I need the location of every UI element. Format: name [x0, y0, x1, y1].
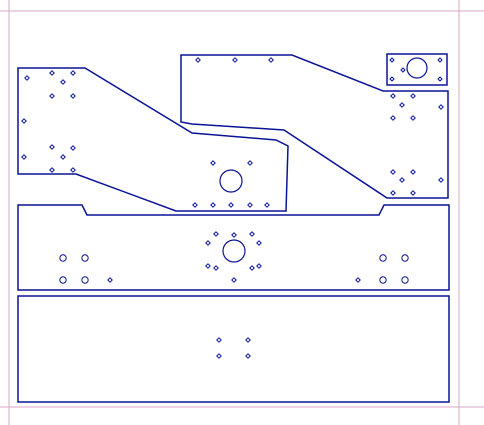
outline-bottom-plate — [17, 295, 450, 403]
mounting-hole — [400, 67, 406, 73]
part-middle-plate[interactable] — [17, 204, 450, 291]
mounting-hole — [49, 167, 55, 173]
mounting-hole — [231, 232, 237, 238]
mounting-hole — [70, 167, 76, 173]
mounting-hole — [245, 337, 251, 343]
mounting-hole — [379, 276, 387, 284]
mounting-hole — [410, 115, 416, 121]
part-upper-bracket[interactable] — [180, 54, 449, 199]
mounting-hole — [49, 93, 55, 99]
mounting-hole — [70, 70, 76, 76]
mounting-hole — [60, 79, 66, 85]
part-left-bracket[interactable] — [17, 67, 289, 212]
mounting-hole — [438, 177, 444, 183]
mounting-hole — [216, 353, 222, 359]
part-bottom-plate[interactable] — [17, 295, 450, 403]
mounting-hole — [355, 277, 361, 283]
mounting-hole — [21, 154, 27, 160]
part-small-plate[interactable] — [386, 53, 448, 86]
mounting-hole — [390, 93, 396, 99]
mounting-hole — [399, 102, 405, 108]
mounting-hole — [59, 276, 67, 284]
mounting-holes — [21, 57, 444, 359]
mounting-hole — [70, 93, 76, 99]
mounting-hole — [247, 160, 253, 166]
center-bore-left-bracket — [219, 169, 243, 193]
mounting-hole — [389, 76, 395, 82]
mounting-hole — [438, 104, 444, 110]
mounting-hole — [70, 145, 76, 151]
outline-middle-plate — [17, 204, 450, 291]
mounting-hole — [210, 202, 216, 208]
mounting-hole — [24, 75, 30, 81]
mounting-hole — [410, 169, 416, 175]
mounting-hole — [410, 190, 416, 196]
mounting-hole — [49, 144, 55, 150]
mounting-hole — [232, 57, 238, 63]
mounting-hole — [231, 277, 237, 283]
mounting-hole — [81, 254, 89, 262]
mounting-hole — [81, 276, 89, 284]
mounting-hole — [216, 337, 222, 343]
mounting-hole — [389, 57, 395, 63]
mounting-hole — [249, 265, 255, 271]
mounting-hole — [268, 57, 274, 63]
mounting-hole — [213, 265, 219, 271]
mounting-hole — [59, 254, 67, 262]
mounting-hole — [213, 231, 219, 237]
mounting-hole — [264, 202, 270, 208]
mounting-hole — [192, 202, 198, 208]
mounting-hole — [60, 154, 66, 160]
mounting-hole — [399, 177, 405, 183]
mounting-hole — [401, 254, 409, 262]
mounting-hole — [228, 202, 234, 208]
mounting-hole — [247, 202, 253, 208]
mounting-hole — [390, 190, 396, 196]
mounting-hole — [21, 118, 27, 124]
mounting-hole — [107, 277, 113, 283]
bore-small-plate — [406, 57, 428, 79]
mounting-hole — [49, 70, 55, 76]
mounting-hole — [256, 263, 262, 269]
mounting-hole — [256, 240, 262, 246]
mounting-hole — [410, 93, 416, 99]
mounting-hole — [205, 240, 211, 246]
mounting-hole — [437, 76, 443, 82]
center-bore-middle-plate — [222, 239, 246, 263]
mounting-hole — [245, 353, 251, 359]
mounting-hole — [249, 231, 255, 237]
mounting-hole — [210, 160, 216, 166]
outline-left-bracket — [17, 67, 289, 212]
mounting-hole — [205, 263, 211, 269]
mounting-hole — [390, 169, 396, 175]
outline-upper-bracket — [180, 54, 449, 199]
mounting-hole — [379, 254, 387, 262]
outline-small-plate — [386, 53, 448, 86]
mounting-hole — [195, 57, 201, 63]
mounting-hole — [437, 57, 443, 63]
mounting-hole — [390, 115, 396, 121]
mounting-hole — [401, 276, 409, 284]
